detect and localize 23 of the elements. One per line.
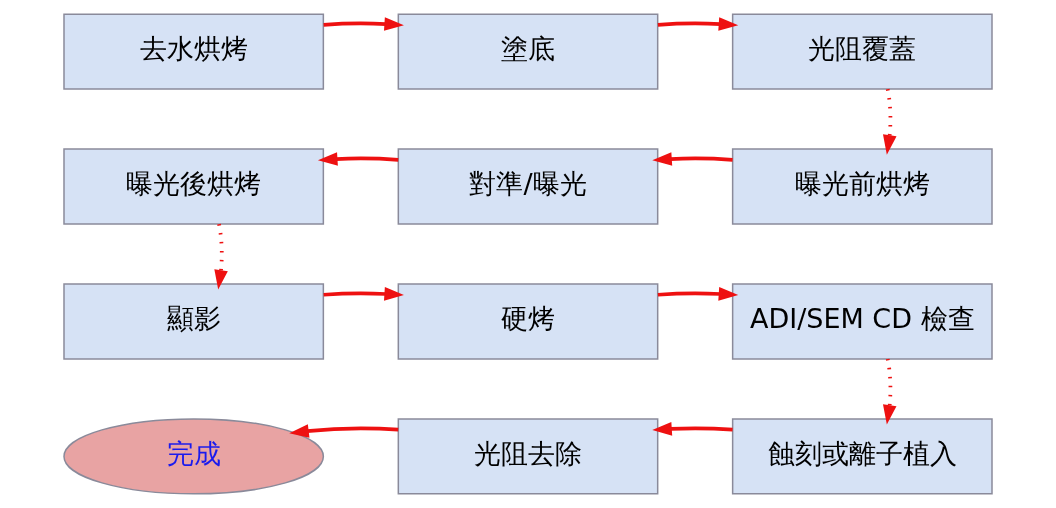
arrow	[657, 287, 739, 301]
arrow	[882, 88, 897, 155]
arrow	[323, 287, 404, 301]
arrow	[289, 424, 399, 438]
node-box: 對準/曝光	[397, 148, 659, 225]
arrow	[882, 358, 897, 425]
node-box: 蝕刻或離子植入	[731, 418, 993, 495]
arrow	[317, 152, 399, 166]
node-box: 硬烤	[397, 283, 659, 360]
arrow	[323, 17, 404, 31]
arrow	[214, 223, 228, 290]
node-box: 曝光後烘烤	[63, 148, 325, 225]
node-box: 曝光前烘烤	[731, 148, 993, 225]
node-box: 光阻覆蓋	[731, 13, 993, 90]
arrow	[652, 422, 733, 436]
node-box: 光阻去除	[397, 418, 659, 495]
arrow	[652, 152, 733, 166]
node-box: 顯影	[63, 283, 325, 360]
node-ellipse: 完成	[63, 418, 325, 495]
arrow	[657, 17, 739, 31]
node-box: 去水烘烤	[63, 13, 325, 90]
node-box: 塗底	[397, 13, 659, 90]
node-box: ADI/SEM CD 檢查	[731, 283, 993, 360]
